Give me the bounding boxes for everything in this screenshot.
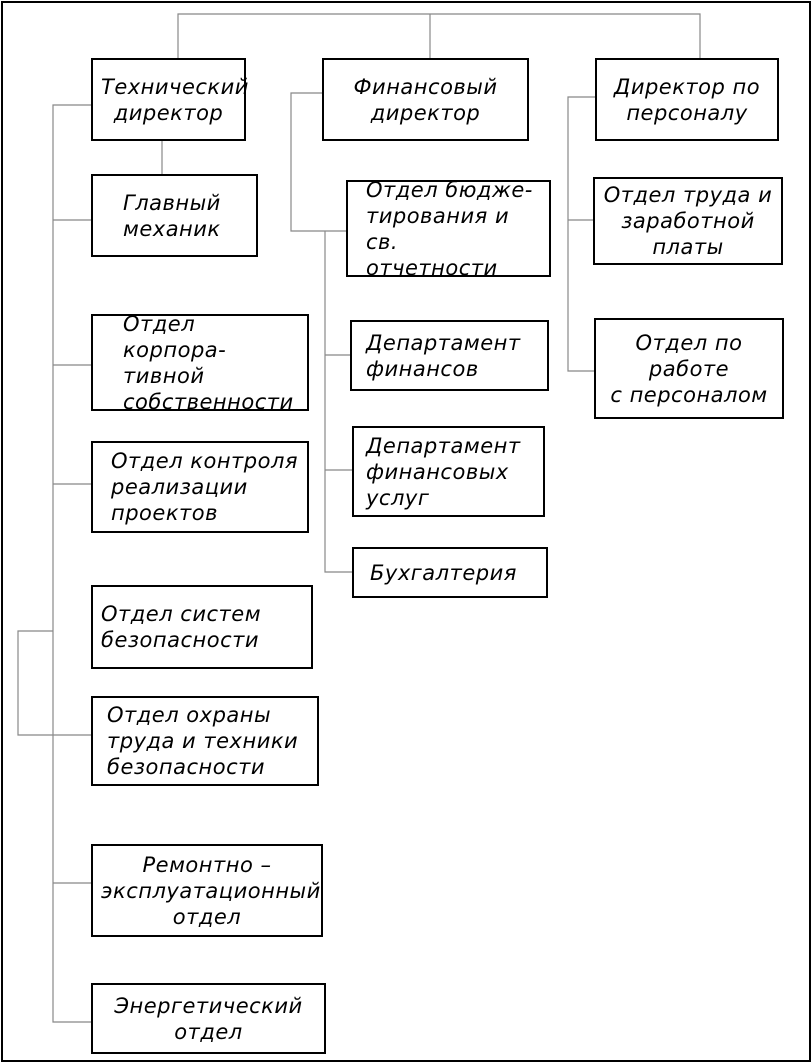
node-label: Ремонтно – эксплуатационный отдел [101, 852, 321, 929]
node-accounting: Бухгалтерия [352, 547, 548, 598]
node-label: Департамент финансов [366, 330, 521, 381]
node-label: Финансовый директор [353, 74, 498, 125]
node-security-systems: Отдел систем безопасности [91, 585, 313, 669]
node-label: Технический директор [101, 74, 249, 125]
node-personnel: Отдел по работе с персоналом [594, 318, 784, 419]
top-bus-line [177, 13, 701, 58]
node-label: Отдел контроля реализации проектов [111, 449, 299, 525]
node-label: Главный механик [123, 190, 221, 241]
node-labor-safety: Отдел охраны труда и техники безопасност… [91, 696, 319, 786]
node-fin-dept: Департамент финансов [350, 320, 549, 391]
node-chief-mechanic: Главный механик [91, 174, 258, 257]
node-label: Департамент финансовых услуг [366, 433, 521, 510]
node-label: Отдел по работе с персоналом [610, 330, 768, 407]
fin-spine-line [324, 231, 353, 573]
node-label: Отдел бюдже- тирования и св. отчетности [366, 177, 533, 280]
node-labor-wages: Отдел труда и заработной платы [593, 177, 783, 265]
node-label: Отдел корпора- тивной собственности [123, 311, 294, 414]
node-project-control: Отдел контроля реализации проектов [91, 441, 309, 533]
node-repair: Ремонтно – эксплуатационный отдел [91, 844, 323, 937]
node-label: Отдел систем безопасности [101, 602, 262, 652]
tech-branch-line [17, 630, 92, 736]
node-label: Бухгалтерия [370, 560, 517, 585]
node-tech-director: Технический директор [91, 58, 249, 141]
node-budget: Отдел бюдже- тирования и св. отчетности [346, 178, 551, 280]
node-corp-property: Отдел корпора- тивной собственности [91, 312, 309, 414]
node-label: Отдел охраны труда и техники безопасност… [107, 703, 299, 779]
node-label: Энергетический отдел [114, 993, 303, 1044]
node-label: Отдел труда и заработной платы [603, 183, 773, 259]
node-fin-director: Финансовый директор [322, 58, 529, 141]
node-fin-services: Департамент финансовых услуг [352, 426, 545, 517]
fin-branch-line [290, 92, 346, 232]
node-hr-director: Директор по персоналу [595, 58, 779, 141]
hr-spine-line [567, 96, 596, 372]
tech-spine-line [52, 104, 92, 1023]
node-energy: Энергетический отдел [91, 983, 326, 1054]
node-label: Директор по персоналу [613, 74, 761, 125]
